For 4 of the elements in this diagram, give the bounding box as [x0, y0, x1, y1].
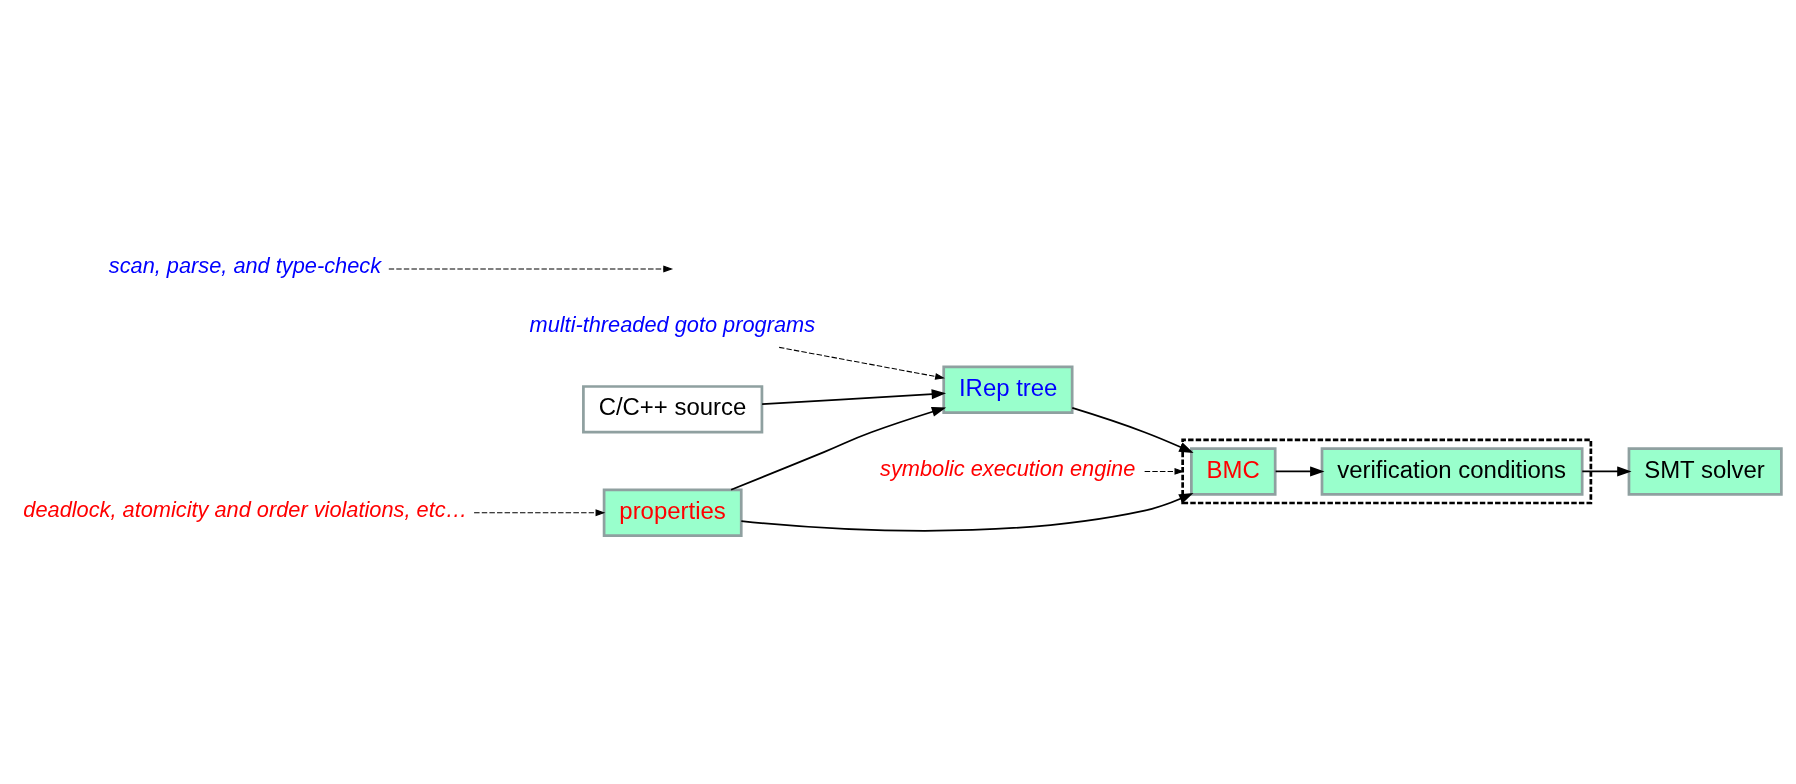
node-text: multi-threaded goto programs [529, 311, 816, 337]
node-text: scan, parse, and type-check [108, 252, 382, 278]
node-text: deadlock, atomicity and order violations, etc… [23, 496, 468, 522]
node-text: symbolic execution engine [880, 455, 1136, 481]
